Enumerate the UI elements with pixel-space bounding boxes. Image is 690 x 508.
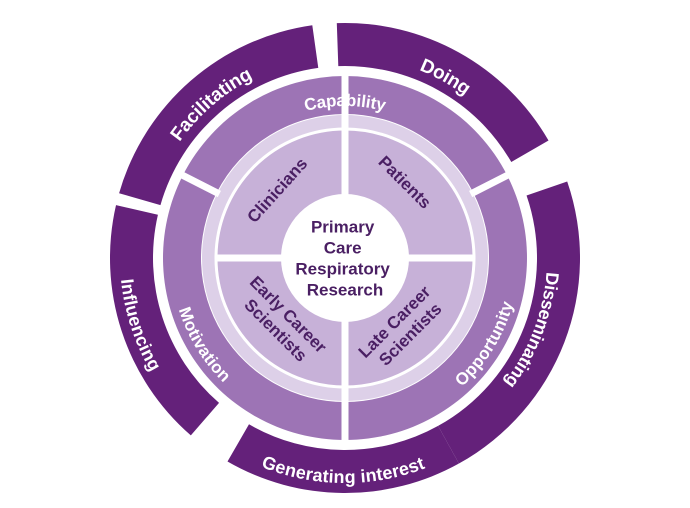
outer-segment-facilitating bbox=[119, 25, 319, 206]
divider-middle-ring-2 bbox=[179, 171, 221, 198]
outer-segment-generating-interest bbox=[227, 424, 459, 494]
divider-inner-ring bbox=[214, 127, 476, 389]
divider-middle-ring-1 bbox=[469, 171, 511, 198]
outer-segment-doing bbox=[336, 22, 549, 163]
center-circle bbox=[281, 194, 409, 322]
middle-segment-motivation bbox=[163, 175, 345, 440]
center-title: Primary Care Respiratory Research bbox=[295, 218, 394, 300]
outer-segment-influencing bbox=[109, 205, 220, 436]
middle-segment-capability bbox=[182, 76, 508, 193]
middle-segment-opportunity bbox=[345, 175, 527, 441]
outer-segment-disseminating bbox=[438, 181, 581, 464]
